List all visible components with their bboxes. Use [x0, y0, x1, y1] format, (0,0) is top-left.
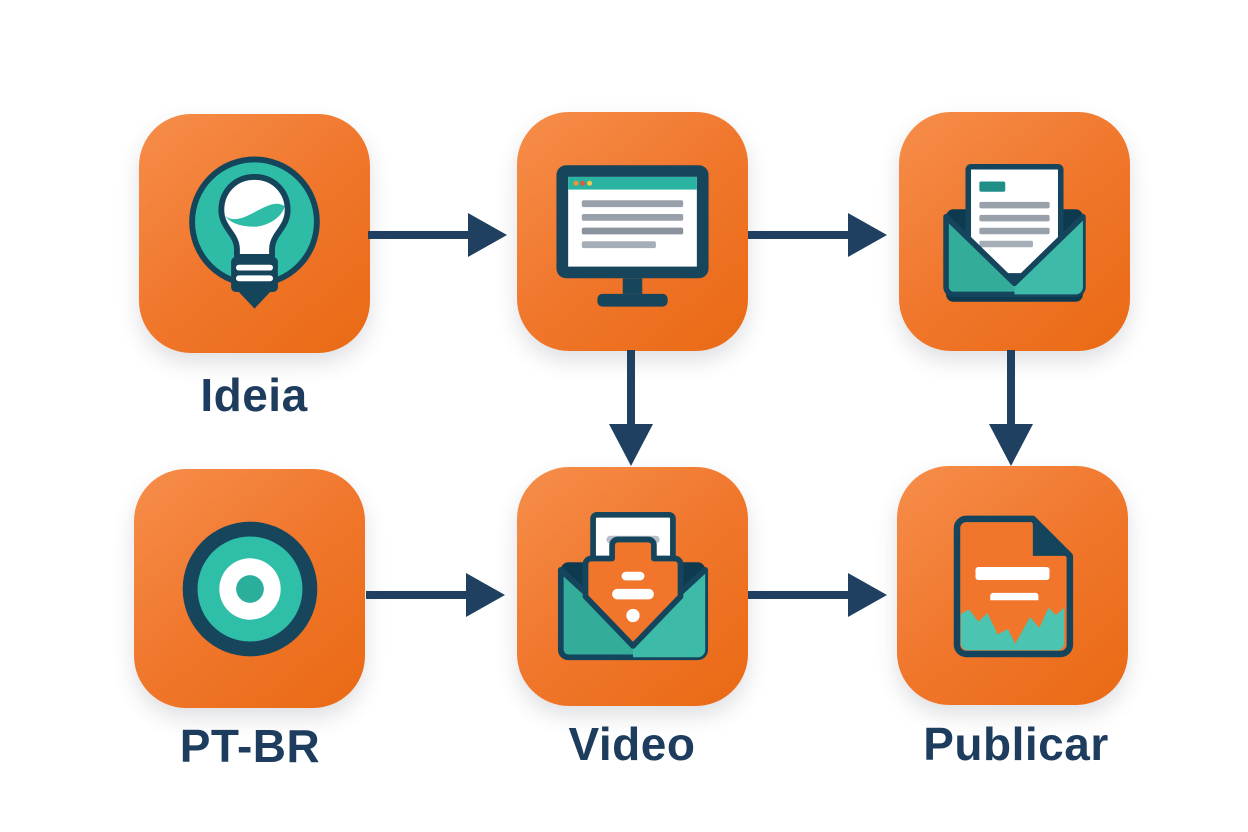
node-script: [517, 112, 748, 351]
node-label-ideia: Ideia: [200, 369, 308, 421]
node-video: [517, 467, 748, 706]
node-ideia: [139, 114, 370, 353]
lightbulb-icon: [157, 136, 352, 331]
node-label-video: Video: [568, 718, 696, 770]
arrow-ptbr-to-video: [366, 570, 506, 620]
node-ptbr: [134, 469, 365, 708]
arrow-script-to-letter: [748, 210, 888, 260]
document-publish-icon: [920, 493, 1105, 678]
open-envelope-letter-icon: [922, 139, 1107, 324]
node-label-ptbr: PT-BR: [179, 720, 321, 772]
target-icon: [151, 490, 349, 688]
arrow-letter-to-publicar: [986, 350, 1036, 468]
arrow-script-to-video: [606, 350, 656, 468]
arrow-video-to-publicar: [748, 570, 888, 620]
node-publicar: [897, 466, 1128, 705]
envelope-tag-icon: [538, 492, 728, 682]
arrow-ideia-to-script: [368, 210, 508, 260]
node-letter: [899, 112, 1130, 351]
node-label-publicar: Publicar: [923, 718, 1109, 770]
monitor-script-icon: [535, 134, 730, 329]
